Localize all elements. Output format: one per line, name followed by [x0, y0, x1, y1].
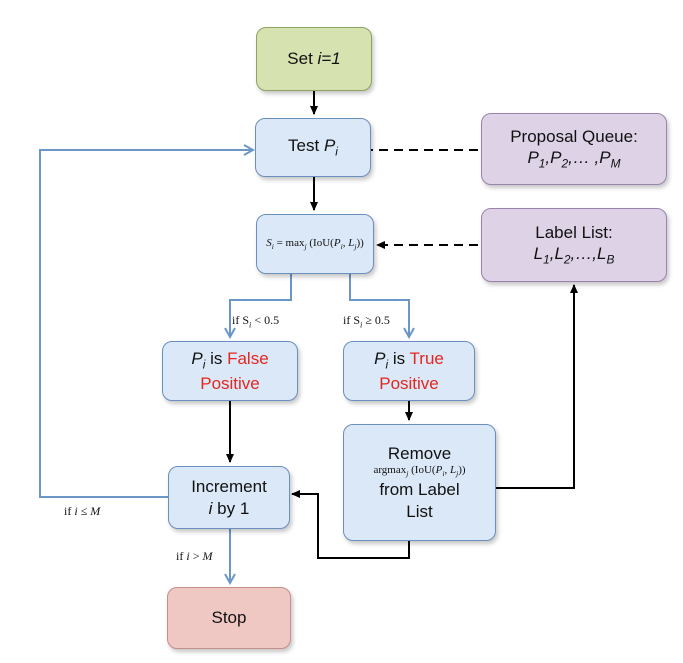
arrow-score-to-false: [230, 274, 292, 337]
test-node: Test Pi: [255, 118, 371, 177]
false-positive-node: Pi is False Positive: [162, 341, 298, 401]
arrow-remove-to-increment: [291, 490, 410, 559]
remove-line1: Remove: [387, 444, 452, 464]
increment-line1: Increment: [191, 477, 267, 497]
true-positive-word: Positive: [379, 373, 439, 393]
false-positive-word: Positive: [200, 373, 260, 393]
label-list-items: L1,L2,…,LB: [533, 244, 615, 267]
label-list-node: Label List: L1,L2,…,LB: [481, 208, 667, 282]
proposal-queue-title: Proposal Queue:: [510, 127, 638, 147]
set-i-var: i=1: [317, 49, 341, 69]
edge-label-greater: if Si ≥ 0.5: [343, 313, 390, 330]
stop-node: Stop: [167, 587, 291, 649]
edge-label-loop: if i ≤ M: [64, 504, 101, 518]
remove-formula: argmaxj (IoU(Pi, Lj)): [373, 464, 466, 479]
label-list-title: Label List:: [535, 223, 613, 243]
set-i-text: Set i=1: [287, 49, 341, 69]
true-word: True: [409, 349, 444, 369]
true-positive-node: Pi is True Positive: [343, 341, 475, 401]
proposal-queue-items: P1,P2,… ,PM: [527, 148, 621, 171]
arrow-score-to-true: [349, 274, 409, 337]
test-text: Test Pi: [288, 136, 338, 159]
edge-label-exit: if i > M: [176, 549, 213, 563]
stop-label: Stop: [211, 608, 247, 628]
arrow-loop-to-test: [39, 150, 253, 498]
arrow-remove-to-labels: [496, 284, 578, 489]
proposal-queue-node: Proposal Queue: P1,P2,… ,PM: [481, 113, 667, 185]
increment-node: Increment i by 1: [168, 466, 290, 529]
score-formula: Si = maxj (IoU(Pi, Lj)): [266, 236, 364, 251]
edge-label-less: if Si < 0.5: [232, 313, 280, 330]
set-i-node: Set i=1: [256, 27, 372, 91]
false-word: False: [227, 349, 269, 369]
remove-line4: List: [406, 501, 433, 521]
remove-node: Remove argmaxj (IoU(Pi, Lj)) from Label …: [343, 424, 496, 541]
score-node: Si = maxj (IoU(Pi, Lj)): [256, 214, 374, 274]
remove-line3: from Label: [379, 480, 460, 500]
